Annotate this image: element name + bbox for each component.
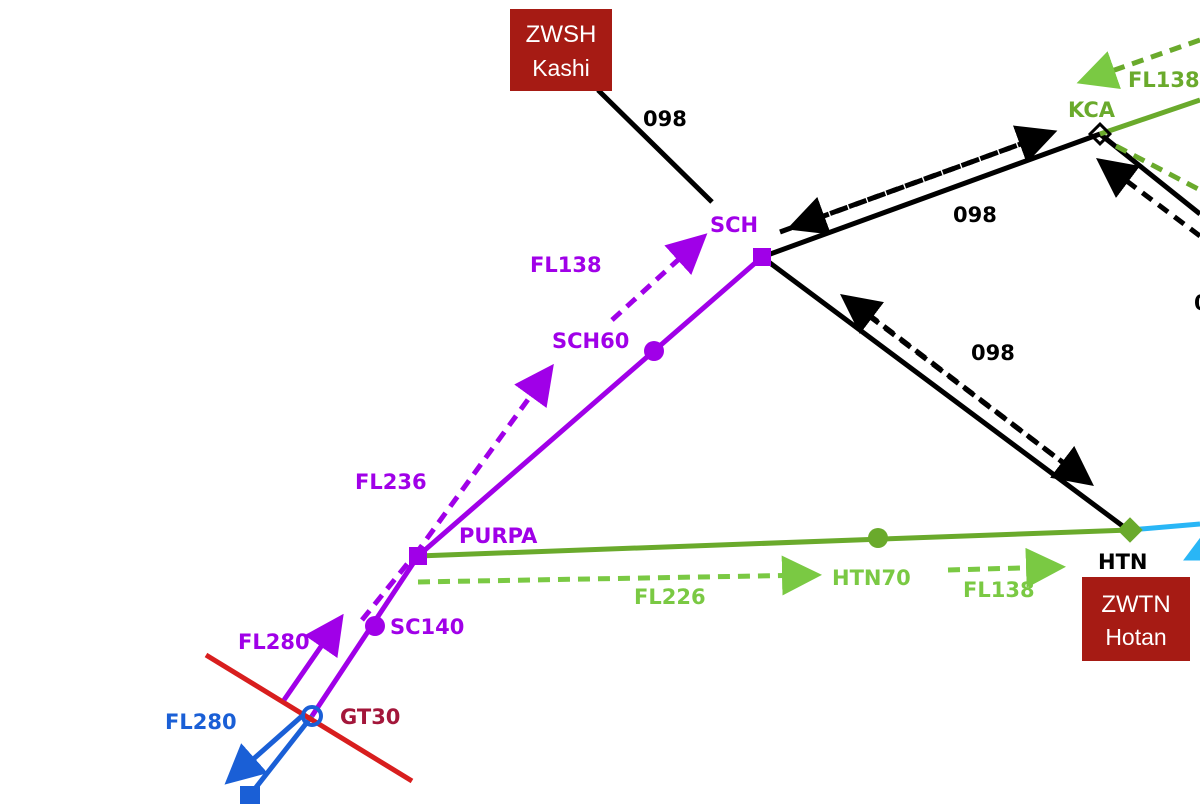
gt30-waypoint-marker[interactable] bbox=[301, 705, 323, 727]
sch60-waypoint-marker[interactable] bbox=[644, 341, 664, 361]
boundary-line bbox=[204, 652, 414, 784]
kca-waypoint-marker[interactable] bbox=[1087, 121, 1113, 147]
arrow-fl138-sch bbox=[610, 233, 708, 322]
route-label-kashi-sch: 098 bbox=[643, 107, 687, 131]
fl280-blue-label: FL280 bbox=[165, 710, 237, 734]
arrow-fl138-kca-top bbox=[1076, 37, 1200, 89]
fl138-green-label: FL138 bbox=[963, 578, 1035, 602]
gt30-label: GT30 bbox=[340, 705, 400, 729]
fl280-purple-label: FL280 bbox=[238, 630, 310, 654]
arrow-fl236-lower bbox=[360, 561, 410, 622]
purpa-waypoint-marker[interactable] bbox=[409, 547, 427, 565]
arrow-kca-green-dashed bbox=[1114, 143, 1200, 193]
arrow-kca-sch-west bbox=[786, 131, 1049, 235]
route-label-sch-htn: 098 bbox=[971, 341, 1015, 365]
route-label-sch-kca: 098 bbox=[953, 203, 997, 227]
fl236-label: FL236 bbox=[355, 470, 427, 494]
fl226-label: FL226 bbox=[634, 585, 706, 609]
arrow-cyan-htn bbox=[1183, 524, 1200, 561]
arrow-htn-sch-north bbox=[840, 293, 1088, 482]
edge-char-label: 0 bbox=[1194, 291, 1200, 315]
sch60-label: SCH60 bbox=[552, 329, 629, 353]
route-purpa-htn bbox=[417, 527, 1131, 559]
airport-zwsh[interactable]: ZWSH Kashi bbox=[510, 9, 612, 91]
route-gt30-purpa bbox=[309, 554, 421, 718]
airport-zwsh-box bbox=[510, 9, 612, 91]
sc140-waypoint-marker[interactable] bbox=[365, 616, 385, 636]
route-purpa-sch bbox=[416, 255, 764, 558]
htn-label: HTN bbox=[1098, 550, 1147, 574]
arrow-fl226-htn70 bbox=[417, 555, 822, 596]
airport-zwtn-name: Hotan bbox=[1105, 624, 1166, 650]
sc140-label: SC140 bbox=[390, 615, 464, 639]
route-sch-htn bbox=[760, 254, 1130, 533]
kca-label: KCA bbox=[1068, 98, 1116, 122]
arrow-fl280-purple bbox=[281, 613, 344, 702]
sch-waypoint-marker[interactable] bbox=[753, 248, 771, 266]
route-sch-kca bbox=[761, 131, 1101, 260]
htn70-label: HTN70 bbox=[832, 566, 911, 590]
airport-zwsh-name: Kashi bbox=[532, 55, 590, 81]
route-kca-green-east bbox=[1099, 97, 1200, 137]
blue-waypoint-marker[interactable] bbox=[240, 786, 260, 804]
airport-zwtn[interactable]: ZWTN Hotan bbox=[1082, 577, 1190, 661]
arrow-fl280-blue bbox=[224, 714, 304, 785]
fl138-purple-label: FL138 bbox=[530, 253, 602, 277]
airport-zwtn-code: ZWTN bbox=[1101, 591, 1170, 618]
purpa-label: PURPA bbox=[459, 524, 538, 548]
fl138-top-label: FL138 bbox=[1128, 68, 1200, 92]
arrow-fl236-sch60 bbox=[412, 363, 554, 557]
sch-label: SCH bbox=[710, 213, 758, 237]
htn-waypoint-marker[interactable] bbox=[1117, 517, 1143, 543]
arrow-kca-southeast bbox=[1096, 158, 1200, 238]
route-kashi-sch bbox=[596, 88, 714, 204]
arrow-fl138-htn bbox=[947, 547, 1066, 588]
airport-zwtn-box bbox=[1082, 577, 1190, 661]
airport-zwsh-code: ZWSH bbox=[526, 21, 597, 48]
htn70-waypoint-marker[interactable] bbox=[868, 528, 888, 548]
